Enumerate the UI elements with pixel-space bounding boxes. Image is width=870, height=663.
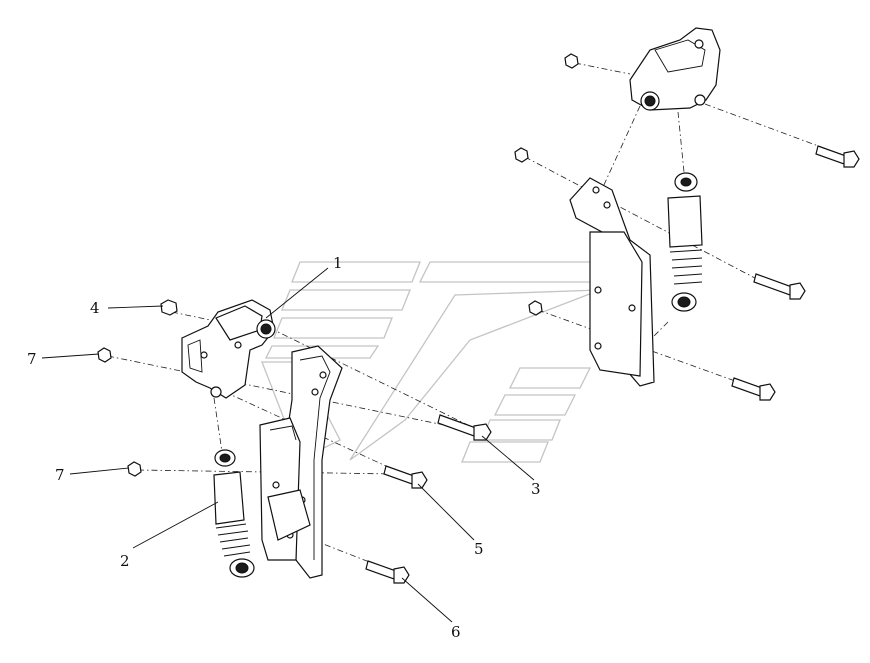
left-hinge-bracket bbox=[181, 299, 275, 399]
left-nut-7-lower bbox=[127, 461, 142, 477]
left-shock-absorber bbox=[213, 449, 255, 578]
callout-3: 3 bbox=[531, 480, 541, 498]
callout-5: 5 bbox=[474, 540, 484, 558]
right-hinge-bushing bbox=[640, 91, 660, 111]
right-bolt-lower bbox=[731, 377, 776, 401]
left-nut-4 bbox=[160, 299, 178, 316]
left-bolt-3 bbox=[437, 414, 492, 441]
right-nut-upper bbox=[564, 53, 579, 69]
callout-7-lower: 7 bbox=[55, 466, 65, 484]
callout-1: 1 bbox=[333, 254, 343, 272]
right-shock-absorber bbox=[667, 172, 703, 312]
left-hinge-bushing bbox=[256, 319, 276, 339]
left-bolt-5 bbox=[383, 465, 428, 489]
left-nut-7-upper bbox=[97, 347, 112, 363]
left-bolt-6 bbox=[365, 560, 410, 584]
callout-labels: 1 2 3 4 5 6 7 7 bbox=[27, 254, 541, 641]
right-nut-middle bbox=[514, 147, 529, 163]
right-nut-lower bbox=[528, 300, 543, 316]
right-bolt-middle bbox=[753, 273, 806, 300]
callout-2: 2 bbox=[120, 552, 130, 570]
left-mounting-plate bbox=[259, 345, 343, 579]
callout-leaders bbox=[41, 267, 535, 623]
callout-7-upper: 7 bbox=[27, 350, 37, 368]
callout-6: 6 bbox=[451, 623, 461, 641]
right-bolt-upper bbox=[815, 145, 860, 168]
callout-4: 4 bbox=[90, 299, 100, 317]
right-mounting-plate bbox=[569, 177, 655, 387]
